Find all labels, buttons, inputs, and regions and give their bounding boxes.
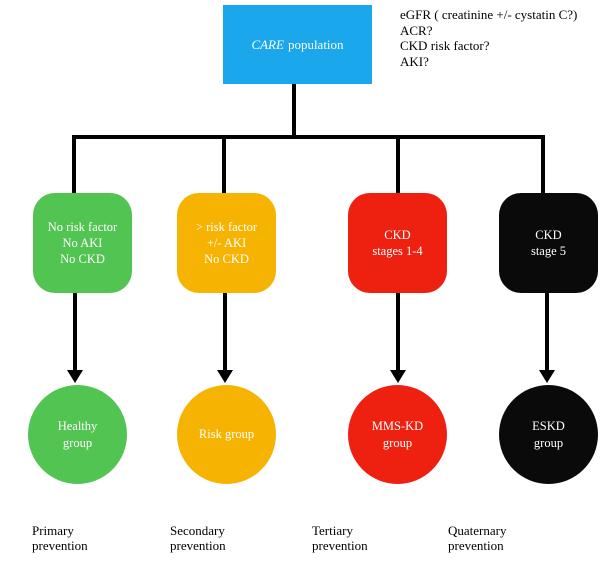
arrow-risk [223,293,227,371]
stage-box-line: CKD [535,228,562,242]
prevention-label-line: prevention [170,538,226,553]
drop-line-eskd [541,135,545,193]
group-circle-eskd: ESKD group [499,385,598,484]
stage-box-line: stages 1-4 [372,244,423,258]
stage-box-mms-kd: CKD stages 1-4 [348,193,447,293]
care-population-italic: CARE [251,36,284,52]
arrow-mms-kd [396,293,400,371]
criteria-line-egfr: eGFR ( creatinine +/- cystatin C?) [400,7,578,22]
prevention-label-quaternary: Quaternary prevention [448,523,506,553]
arrow-head-icon [539,370,555,383]
stage-box-line: No CKD [60,252,105,266]
branch-horizontal-line [72,135,545,139]
arrow-healthy [73,293,77,371]
stage-box-line: No AKI [62,236,103,250]
group-circle-line: group [382,435,413,450]
arrow-head-icon [217,370,233,383]
arrow-eskd [545,293,549,371]
prevention-label-line: Quaternary [448,523,507,538]
drop-line-healthy [72,135,76,193]
stage-box-line: No risk factor [47,220,118,234]
prevention-label-line: Secondary [170,523,225,538]
criteria-line-acr: ACR? [400,22,433,38]
stage-box-line: No CKD [204,252,249,266]
prevention-label-line: prevention [32,538,88,553]
group-circle-mms-kd: MMS-KD group [348,385,447,484]
group-circle-line: ESKD [532,418,565,433]
stage-box-line: > risk factor [195,220,258,234]
prevention-label-line: prevention [448,538,504,553]
prevention-label-line: Tertiary [312,523,353,538]
group-circle-line: Healthy [57,418,98,433]
stage-box-line: +/- AKI [206,236,247,250]
prevention-label-tertiary: Tertiary prevention [312,523,368,553]
drop-line-mms-kd [396,135,400,193]
care-population-rest: population [287,36,344,52]
arrow-head-icon [390,370,406,383]
group-circle-line: MMS-KD [371,418,424,433]
prevention-label-primary: Primary prevention [32,523,88,553]
group-circle-line: group [62,435,93,450]
stage-box-line: CKD [384,228,411,242]
prevention-label-line: prevention [312,538,368,553]
screening-criteria-list: eGFR ( creatinine +/- cystatin C?) ACR? … [400,7,577,69]
criteria-line-aki: AKI? [400,53,429,69]
group-circle-line: group [533,435,564,450]
criteria-line-ckd-risk: CKD risk factor? [400,38,490,53]
prevention-label-secondary: Secondary prevention [170,523,226,553]
arrow-head-icon [67,370,83,383]
stage-box-eskd: CKD stage 5 [499,193,598,293]
stage-box-healthy: No risk factor No AKI No CKD [33,193,132,293]
group-circle-healthy: Healthy group [28,385,127,484]
group-circle-line: Risk group [198,427,255,441]
group-circle-risk: Risk group [177,385,276,484]
care-population-box: CARE population [223,5,372,84]
stage-box-risk: > risk factor +/- AKI No CKD [177,193,276,293]
trunk-line [292,84,296,139]
prevention-label-line: Primary [32,523,74,538]
drop-line-risk [222,135,226,193]
stage-box-line: stage 5 [530,244,567,258]
